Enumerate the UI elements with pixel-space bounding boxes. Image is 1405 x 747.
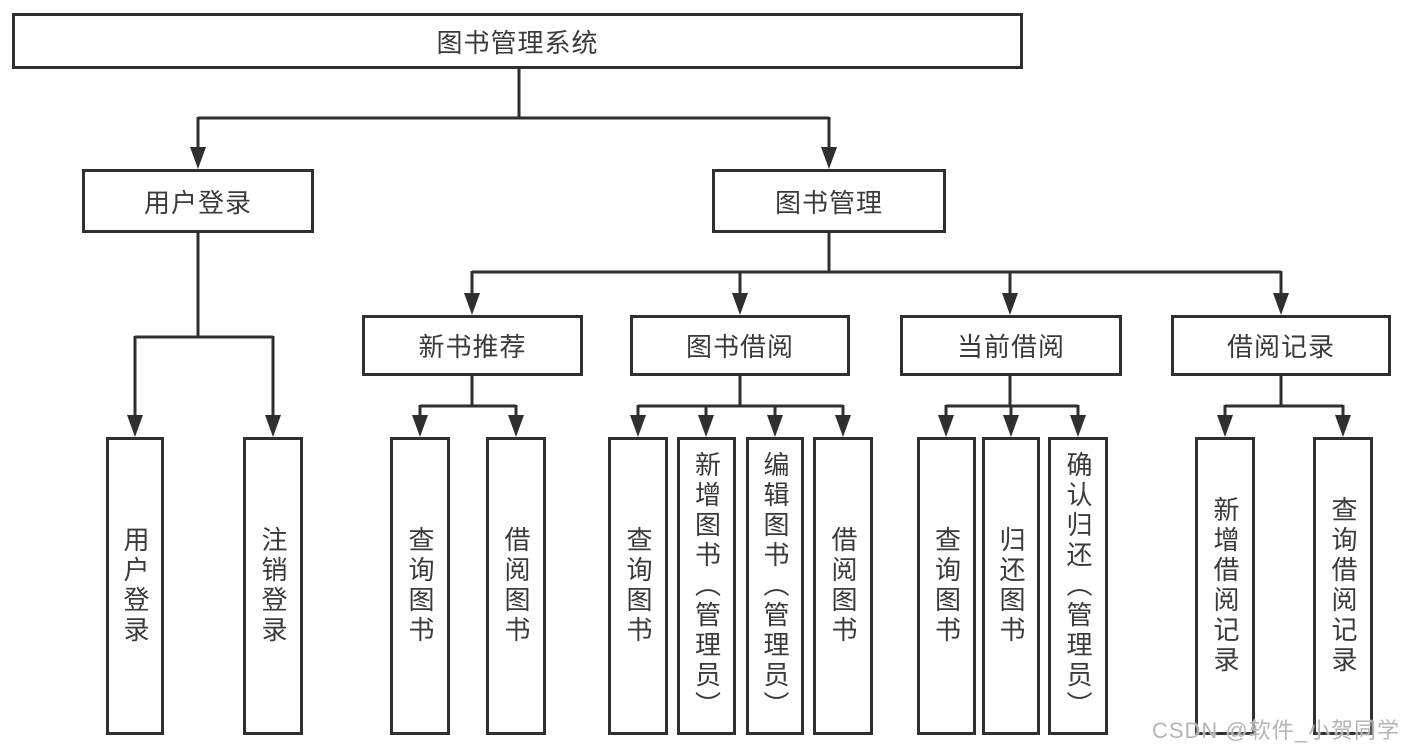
leaf-recommend-query-books: 查询图书 [390,437,450,735]
leaf-record-query-borrow-record: 查询借阅记录 [1313,437,1373,735]
arrowhead [1217,415,1233,437]
leaf-label: 用户登录 [120,526,150,646]
node-book-borrow: 图书借阅 [630,315,850,376]
arrowhead [630,415,646,437]
current-branch-lines [944,376,1080,419]
node-new-book-recommend: 新书推荐 [362,315,583,376]
arrowhead [835,415,851,437]
leaf-logout: 注销登录 [243,437,303,735]
arrowhead [265,415,281,437]
leaf-user-login: 用户登录 [106,437,164,735]
node-library-management-system: 图书管理系统 [12,13,1023,69]
user-login-branch-lines [133,233,275,419]
node-label: 借阅记录 [1226,332,1335,362]
leaf-record-add-borrow-record: 新增借阅记录 [1195,437,1255,735]
leaf-borrow-query-books: 查询图书 [608,437,668,735]
leaf-recommend-borrow-books: 借阅图书 [486,437,546,735]
leaf-borrow-edit-books-admin: 编辑图书（管理员） [746,437,804,735]
record-branch-lines [1223,376,1345,419]
leaf-label: 编辑图书（管理员） [760,451,790,721]
borrow-branch-lines [636,376,845,419]
arrowhead [412,415,428,437]
node-user-login: 用户登录 [82,169,314,233]
node-borrow-record: 借阅记录 [1171,315,1391,376]
arrowhead [698,415,714,437]
arrowhead [1003,415,1019,437]
recommend-branch-lines [418,376,518,419]
leaf-label: 查询图书 [405,526,435,646]
node-label: 用户登录 [143,187,252,218]
leaf-label: 新增图书（管理员） [691,451,722,721]
leaf-label: 查询图书 [623,526,653,646]
level2-drop-lines [196,117,831,151]
node-label: 新书推荐 [418,332,527,362]
node-label: 图书借阅 [685,332,794,362]
arrowhead [464,293,480,315]
leaf-borrow-add-books-admin: 新增图书（管理员） [677,437,736,735]
leaf-label: 查询图书 [931,526,962,646]
arrowhead [190,147,206,169]
arrowhead [732,293,748,315]
leaf-label: 查询借阅记录 [1328,496,1358,676]
leaf-current-return-books: 归还图书 [982,437,1040,735]
node-current-borrow: 当前借阅 [900,315,1122,376]
arrowhead [508,415,524,437]
arrowhead [1002,293,1018,315]
leaf-current-confirm-return-admin: 确认归还（管理员） [1048,437,1108,735]
node-book-management: 图书管理 [712,169,946,233]
node-label: 当前借阅 [956,332,1065,362]
leaf-current-query-books: 查询图书 [917,437,976,735]
node-label: 图书管理 [774,187,883,218]
arrowhead [1273,293,1289,315]
arrowhead [821,147,837,169]
arrowhead [1070,415,1086,437]
watermark-text: CSDN @软件_小贺同学 [1151,718,1400,743]
arrowhead [1335,415,1351,437]
leaf-label: 归还图书 [996,526,1026,646]
arrowhead [938,415,954,437]
leaf-label: 确认归还（管理员） [1063,451,1093,721]
arrowhead [127,415,143,437]
leaf-label: 借阅图书 [828,526,858,646]
level3-drop-lines [470,271,1283,296]
leaf-label: 借阅图书 [501,526,531,646]
leaf-label: 新增借阅记录 [1210,496,1240,676]
leaf-label: 注销登录 [258,526,288,646]
arrowhead [767,415,783,437]
leaf-borrow-borrow-books: 借阅图书 [813,437,873,735]
node-label: 图书管理系统 [436,27,599,58]
